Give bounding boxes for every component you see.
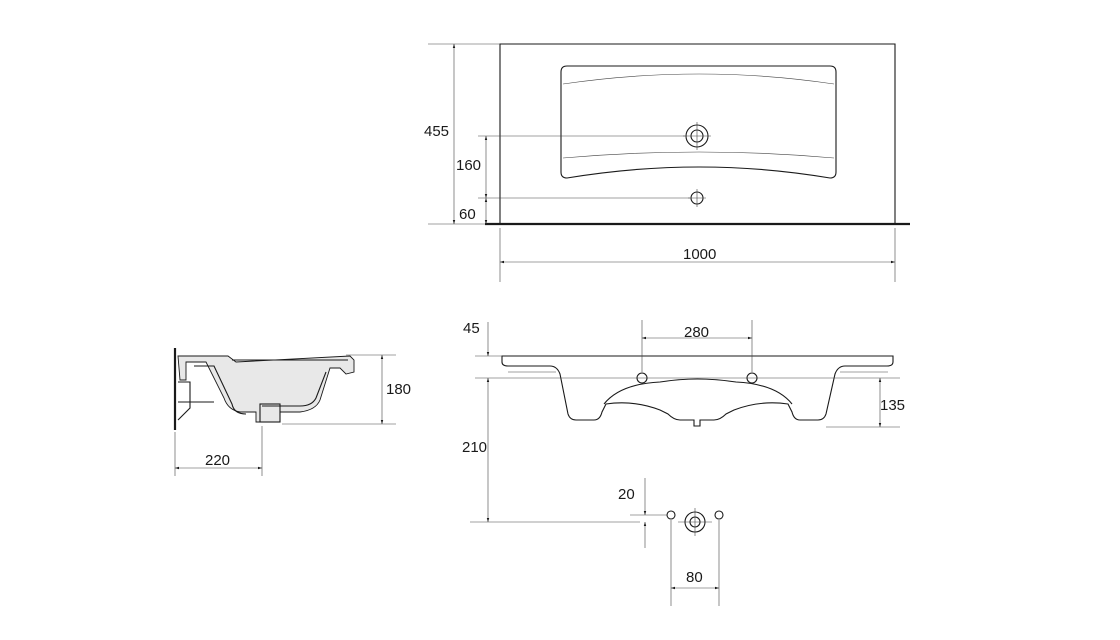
dim-front-rim: 45 (463, 320, 480, 337)
dim-front-bracket-spacing: 280 (684, 324, 709, 341)
dim-top-width: 1000 (683, 246, 716, 263)
dim-side-depth: 220 (205, 452, 230, 469)
dim-front-mount-height: 210 (462, 439, 487, 456)
dim-front-bowl-depth: 135 (880, 397, 905, 414)
front-view: 45 280 135 210 (462, 320, 905, 523)
dim-top-tap-to-wall: 160 (456, 157, 481, 174)
wall-fixing-detail: 20 80 (618, 478, 724, 606)
dim-wall-plate-spacing: 80 (686, 569, 703, 586)
dim-top-overflow-to-wall: 60 (459, 206, 476, 223)
dim-side-height: 180 (386, 381, 411, 398)
top-view: 455 160 60 1000 (424, 43, 910, 282)
dim-wall-plate-offset: 20 (618, 486, 635, 503)
side-view: 180 220 (173, 348, 411, 476)
dim-top-depth: 455 (424, 123, 449, 140)
